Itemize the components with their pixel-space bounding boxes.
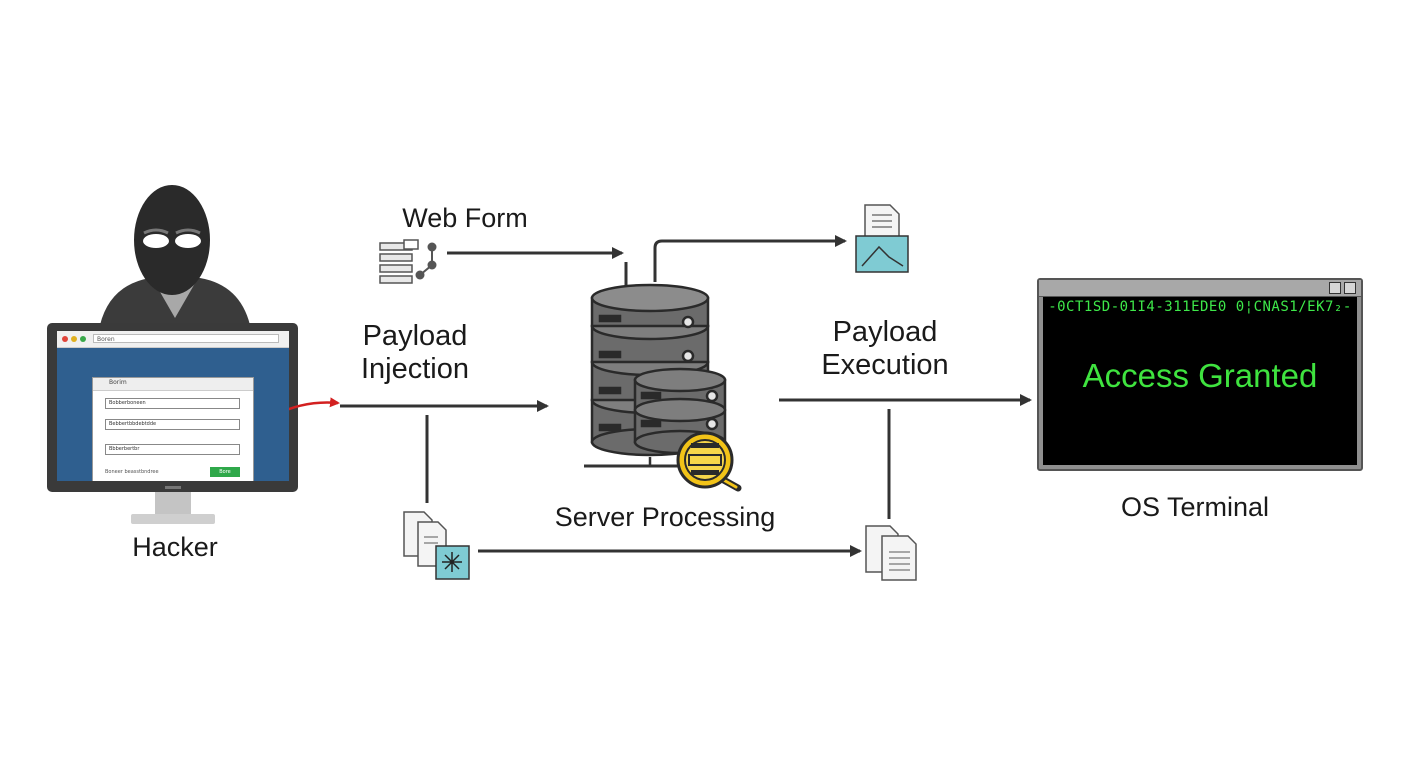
minimize-dot-icon bbox=[71, 336, 77, 342]
arrow-server-to-doc bbox=[653, 235, 847, 282]
hacker-label: Hacker bbox=[132, 532, 218, 562]
hacker-icon bbox=[100, 185, 250, 325]
os-terminal-label: OS Terminal bbox=[1120, 492, 1270, 522]
terminal-screen: -0CT1SD-01I4-311EDE0 0¦CNAS1/EK7₂- Acces… bbox=[1043, 297, 1357, 465]
form-title: Borim bbox=[109, 379, 127, 386]
minimize-icon bbox=[1329, 282, 1341, 294]
web-form-icon bbox=[379, 239, 437, 284]
payload-injection-line1: Payload bbox=[362, 320, 468, 352]
login-form: Borim Bobberboneen Bebbertbbdebtdde Bbbe… bbox=[92, 377, 254, 481]
maximize-dot-icon bbox=[80, 336, 86, 342]
magnifier-badge-icon bbox=[676, 431, 742, 492]
form-field: Bobberboneen bbox=[105, 398, 240, 409]
terminal-icon: -0CT1SD-01I4-311EDE0 0¦CNAS1/EK7₂- Acces… bbox=[1037, 278, 1363, 471]
document-icon bbox=[855, 204, 909, 273]
terminal-code-line: -0CT1SD-01I4-311EDE0 0¦CNAS1/EK7₂- bbox=[1048, 299, 1352, 315]
browser-chrome: Boren bbox=[57, 331, 289, 348]
address-bar: Boren bbox=[93, 334, 279, 343]
payload-execution-label: Payload Execution bbox=[800, 316, 970, 382]
browser-page: Borim Bobberboneen Bebbertbbdebtdde Bbbe… bbox=[57, 348, 289, 481]
access-granted-text: Access Granted bbox=[1082, 357, 1318, 394]
payload-injection-line2: Injection bbox=[360, 353, 469, 385]
server-processing-label: Server Processing bbox=[554, 502, 776, 532]
server-stack-icon bbox=[590, 283, 727, 457]
form-note: Boneer beasstbndree bbox=[105, 469, 159, 475]
form-submit-button: Bore bbox=[210, 467, 240, 477]
form-field: Bebbertbbdebtdde bbox=[105, 419, 240, 430]
form-header: Borim bbox=[93, 378, 253, 391]
form-field: Bbberbertbr bbox=[105, 444, 240, 455]
terminal-titlebar bbox=[1039, 280, 1361, 297]
web-form-label: Web Form bbox=[402, 203, 528, 233]
payload-execution-line1: Payload bbox=[832, 316, 938, 348]
close-dot-icon bbox=[62, 336, 68, 342]
document-icon bbox=[403, 511, 470, 580]
monitor-screen: Boren Borim Bobberboneen Bebbertbbdebtdd… bbox=[57, 331, 289, 481]
payload-execution-line2: Execution bbox=[821, 349, 949, 381]
document-icon bbox=[865, 525, 917, 581]
maximize-icon bbox=[1344, 282, 1356, 294]
flow-arrows bbox=[340, 235, 1032, 557]
payload-injection-label: Payload Injection bbox=[330, 320, 500, 386]
